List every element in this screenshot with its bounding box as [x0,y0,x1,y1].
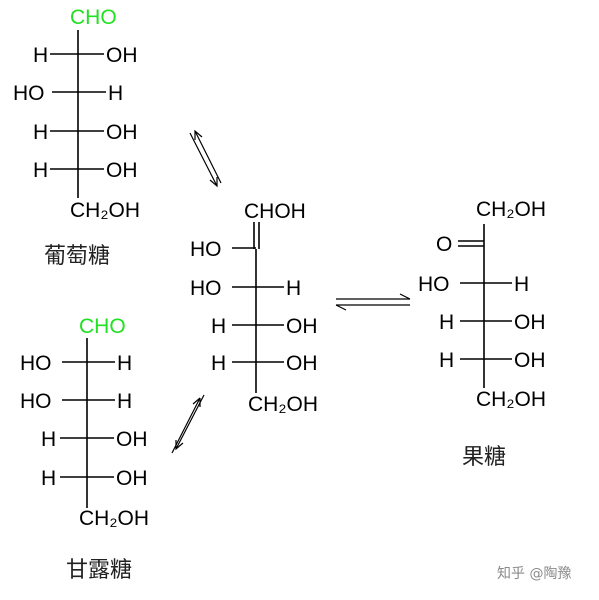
fructose-c5-left: H [439,349,454,372]
enediol-c6: CH₂OH [248,393,318,416]
equilibrium-arrow-glucose-enediol [189,129,222,188]
glucose-name: 葡萄糖 [44,244,110,269]
glucose-c5-right: OH [106,159,138,182]
mannose-c6: CH₂OH [79,507,149,530]
mannose-c1: CHO [79,315,126,338]
fructose-name: 果糖 [462,445,506,470]
glucose-c2-right: OH [106,44,138,67]
enediol-c1: CHOH [244,200,306,223]
enediol-c5-right: OH [286,352,318,375]
fructose-structure: CH₂OH O HO H H OH H OH CH₂OH 果糖 [418,198,546,470]
enediol-c2-left: HO [190,238,222,261]
glucose-c1: CHO [70,6,117,29]
enediol-structure: CHOH HO HO H H OH H OH CH₂OH [190,200,318,416]
mannose-c2-right: H [117,352,132,375]
fructose-c4-left: H [439,311,454,334]
fructose-c3-left: HO [418,273,450,296]
mannose-c3-left: HO [20,390,52,413]
glucose-c3-left: HO [13,82,45,105]
fructose-c2-left: O [436,233,452,256]
equilibrium-arrow-enediol-mannose [171,394,205,454]
enediol-c4-right: OH [286,315,318,338]
mannose-c3-right: H [117,390,132,413]
enediol-c3-right: H [286,277,301,300]
mannose-c5-right: OH [116,467,148,490]
fructose-c3-right: H [514,273,529,296]
mannose-structure: CHO HO H HO H H OH H OH CH₂OH 甘露糖 [20,315,149,583]
glucose-structure: CHO H OH HO H H OH H OH CH₂OH 葡萄糖 [13,6,140,269]
glucose-c2-left: H [33,44,48,67]
glucose-c5-left: H [33,159,48,182]
glucose-c4-right: OH [106,121,138,144]
fructose-c1: CH₂OH [476,198,546,221]
mannose-c2-left: HO [20,352,52,375]
fructose-c5-right: OH [514,349,546,372]
mannose-c5-left: H [41,467,56,490]
mannose-c4-left: H [41,428,56,451]
glucose-c3-right: H [108,82,123,105]
enediol-c4-left: H [211,315,226,338]
mannose-c4-right: OH [116,428,148,451]
enediol-c5-left: H [211,352,226,375]
enediol-c3-left: HO [190,277,222,300]
fructose-c4-right: OH [514,311,546,334]
equilibrium-arrow-enediol-fructose [335,293,411,311]
glucose-c4-left: H [33,121,48,144]
mannose-name: 甘露糖 [66,558,132,583]
watermark: 知乎 @陶豫 [497,565,571,582]
glucose-c6: CH₂OH [70,199,140,222]
fructose-c6: CH₂OH [476,388,546,411]
